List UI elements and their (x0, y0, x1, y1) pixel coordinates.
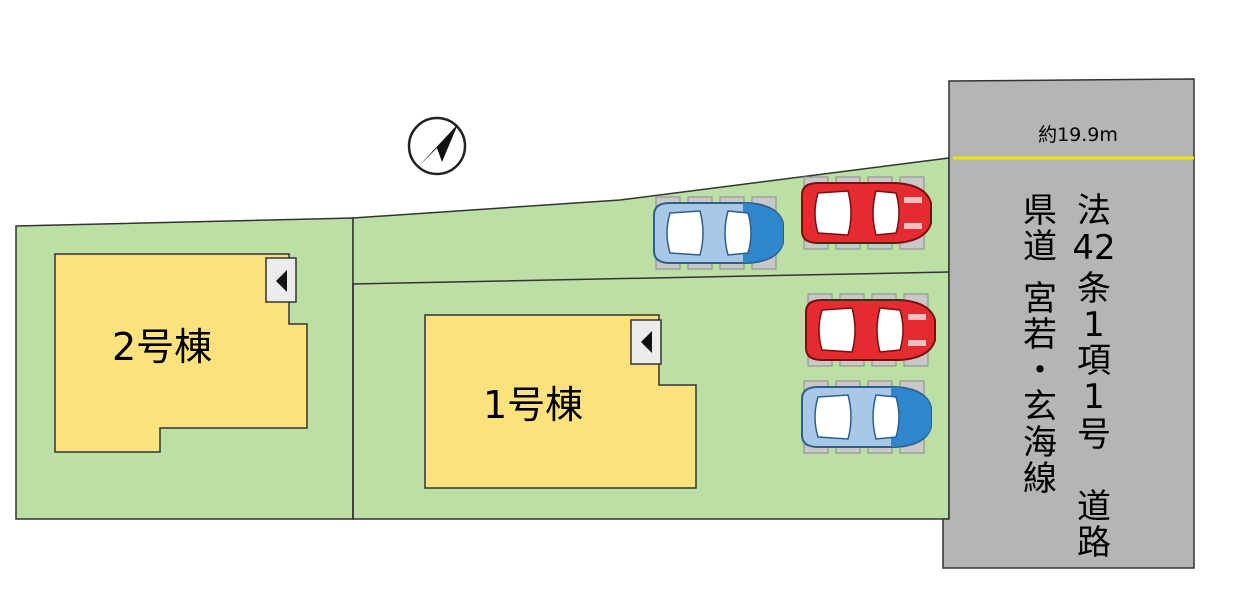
pref-road-char: 道 (1023, 227, 1057, 267)
building-2: 2号棟 (54, 253, 308, 453)
prefectural-road-name-vertical: 県 道 宮 若 ・ 玄 海 線 (1023, 191, 1057, 499)
car-icon (801, 380, 932, 454)
pref-road-char: 線 (1023, 459, 1057, 499)
road-name-char: 道 (1077, 487, 1111, 527)
road-name-char: 1 (1083, 305, 1105, 345)
entrance-marker-icon (630, 319, 662, 365)
road-name-char: 号 (1077, 415, 1111, 455)
car-icon (801, 176, 932, 250)
car-icon (805, 293, 936, 367)
road-name-char: 42 (1072, 228, 1115, 268)
pref-road-char: 玄 (1023, 387, 1057, 427)
road-name-char: 1 (1083, 377, 1105, 417)
road-name-char: 路 (1077, 523, 1111, 563)
pref-road-char: 県 (1023, 191, 1057, 231)
road-width-label: 約19.9m (1038, 124, 1118, 146)
building-2-label: 2号棟 (112, 325, 212, 369)
pref-road-char: ・ (1023, 351, 1057, 391)
road-name-vertical: 法 42 条 1 項 1 号 道 路 (1072, 191, 1115, 563)
road: 約19.9m (942, 78, 1195, 569)
pref-road-char: 海 (1023, 423, 1057, 463)
road-name-char: 項 (1077, 341, 1111, 381)
entrance-marker-icon (265, 257, 297, 303)
road-name-char: 法 (1077, 191, 1111, 231)
road-name-char: 条 (1077, 269, 1111, 309)
pref-road-char: 若 (1023, 315, 1057, 355)
pref-road-char: 宮 (1023, 279, 1057, 319)
building-1: 1号棟 (424, 314, 697, 489)
car-icon (653, 196, 784, 270)
building-1-label: 1号棟 (483, 383, 583, 427)
north-arrow-icon (407, 116, 467, 176)
